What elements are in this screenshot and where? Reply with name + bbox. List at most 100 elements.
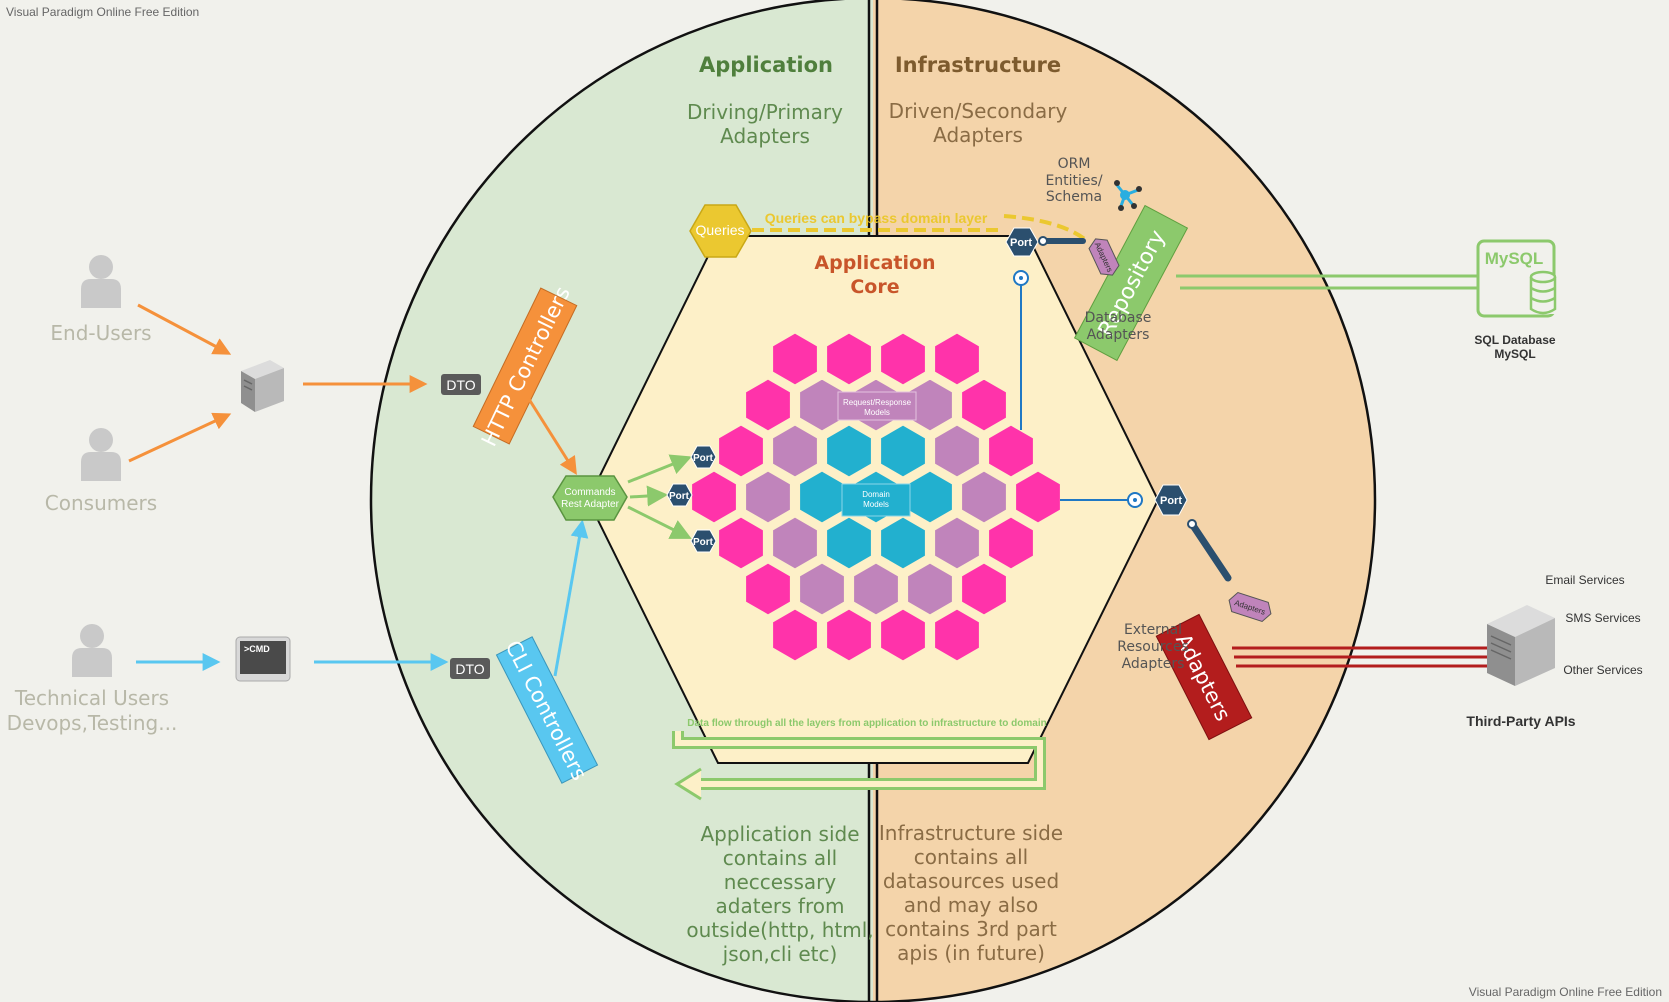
domain-hex-cell — [716, 422, 766, 480]
application-subtitle: Driving/Primary — [687, 100, 843, 124]
dto-badge-http-label: DTO — [446, 377, 475, 393]
request-response-label: Request/Response — [843, 398, 912, 407]
domain-hex-cell — [824, 422, 874, 480]
queries-label: Queries — [695, 222, 744, 238]
http-to-adapter-arrow — [525, 395, 577, 476]
infrastructure-note-3: datasources used — [883, 869, 1059, 893]
infrastructure-subtitle: Driven/Secondary — [889, 99, 1068, 123]
external-resources-label-3: Adapters — [1122, 656, 1185, 672]
dto-badge-http — [441, 374, 481, 395]
infrastructure-title: Infrastructure — [895, 53, 1061, 77]
end-users-label: End-Users — [50, 321, 151, 345]
adapter-to-port-3-arrow — [627, 505, 692, 539]
port-top-right-label: Port — [1010, 237, 1032, 249]
application-note-5: outside(http, html, — [686, 918, 873, 942]
port-left-middle: Port — [666, 483, 693, 507]
domain-hex-cell — [824, 330, 874, 388]
watermark-bottom: Visual Paradigm Online Free Edition — [1469, 985, 1662, 999]
domain-hex-cell — [878, 514, 928, 572]
email-services-label: Email Services — [1545, 573, 1624, 587]
orm-label-2: Entities/ — [1045, 173, 1102, 189]
domain-models-label-2: Models — [863, 500, 889, 509]
application-core-title: Application — [814, 252, 935, 274]
watermark-top: Visual Paradigm Online Free Edition — [6, 5, 199, 19]
port-left-top: Port — [690, 445, 717, 469]
domain-hex-cell — [770, 514, 820, 572]
sql-database-label: SQL Database — [1474, 333, 1555, 347]
sms-services-label: SMS Services — [1565, 611, 1640, 625]
infrastructure-subtitle-2: Adapters — [933, 123, 1023, 147]
consumers-icon — [81, 428, 121, 481]
domain-hex-cell — [932, 422, 982, 480]
domain-hex-cell — [716, 514, 766, 572]
domain-hex-cell — [743, 560, 793, 618]
commands-rest-adapter-label-2: Rest Adapter — [561, 499, 619, 510]
port-left-bottom: Port — [690, 529, 717, 553]
domain-hex-cell — [878, 422, 928, 480]
repository-adapters-tag — [1088, 238, 1120, 276]
bypass-note: Queries can bypass domain layer — [765, 210, 988, 226]
dto-badge-cli-label: DTO — [455, 661, 484, 677]
domain-hex-cell — [797, 468, 847, 526]
database-adapters-label-2: Adapters — [1087, 327, 1150, 343]
domain-hex-cell — [932, 606, 982, 664]
queries-hexagon — [689, 204, 752, 258]
orm-network-icon — [1114, 180, 1142, 211]
third-party-server-icon — [1487, 605, 1555, 686]
external-adapters-tag — [1228, 591, 1272, 623]
external-resources-label-2: Resources — [1117, 639, 1189, 655]
cli-to-adapter-arrow — [553, 519, 589, 677]
domain-hex-cell — [689, 468, 739, 526]
commands-rest-adapter-label: Commands — [564, 487, 615, 498]
domain-hex-cell — [824, 514, 874, 572]
technical-users-label: Technical Users — [14, 686, 169, 710]
domain-hex-cell — [905, 468, 955, 526]
dto-badge-cli — [450, 658, 490, 679]
mysql-logo-text: MySQL — [1485, 249, 1544, 268]
orm-label: ORM — [1058, 156, 1091, 172]
technical-users-icon — [72, 624, 112, 677]
infrastructure-note-6: apis (in future) — [897, 941, 1045, 965]
server-icon — [241, 360, 284, 412]
domain-hex-cell — [986, 514, 1036, 572]
domain-hex-cell — [797, 560, 847, 618]
data-flow-note: Data flow through all the layers from ap… — [687, 718, 1046, 729]
infrastructure-note-2: contains all — [914, 845, 1028, 869]
application-subtitle-2: Adapters — [720, 124, 810, 148]
domain-hex-cell — [770, 606, 820, 664]
port-left-top-label: Port — [693, 453, 714, 464]
domain-hex-cell — [959, 560, 1009, 618]
sql-database-label-2: MySQL — [1494, 347, 1535, 361]
domain-hex-cell — [932, 514, 982, 572]
port-right: Port — [1154, 484, 1188, 516]
application-note-2: contains all — [723, 846, 837, 870]
third-party-apis-label: Third-Party APIs — [1466, 713, 1575, 729]
adapter-to-port-1-arrow — [627, 454, 692, 484]
application-side-note: Application side contains all neccessary… — [686, 822, 873, 966]
adapter-to-port-2-arrow — [629, 485, 669, 507]
domain-hex-cell — [878, 606, 928, 664]
cmd-label: >CMD — [244, 644, 270, 654]
domain-hex-cell — [851, 560, 901, 618]
technical-users-label-2: Devops,Testing... — [7, 711, 178, 735]
data-flow-arrowhead — [674, 767, 702, 801]
domain-hex-cell — [986, 422, 1036, 480]
external-resources-label: External — [1124, 622, 1182, 638]
port-left-middle-label: Port — [669, 491, 690, 502]
infrastructure-note-1: Infrastructure side — [879, 821, 1063, 845]
end-users-icon — [81, 255, 121, 308]
infrastructure-note-5: contains 3rd part — [885, 917, 1057, 941]
consumers-arrow — [128, 412, 232, 463]
application-note-1: Application side — [700, 822, 859, 846]
domain-hex-cell — [959, 468, 1009, 526]
end-users-arrow — [137, 303, 232, 355]
domain-hex-cell — [770, 422, 820, 480]
domain-hex-cell — [824, 606, 874, 664]
consumers-label: Consumers — [45, 491, 157, 515]
database-adapters-label: Database — [1085, 310, 1152, 326]
application-note-6: json,cli etc) — [722, 942, 838, 966]
domain-hex-cell — [770, 330, 820, 388]
commands-rest-adapter — [552, 475, 628, 521]
external-adapters-box — [1155, 613, 1253, 741]
